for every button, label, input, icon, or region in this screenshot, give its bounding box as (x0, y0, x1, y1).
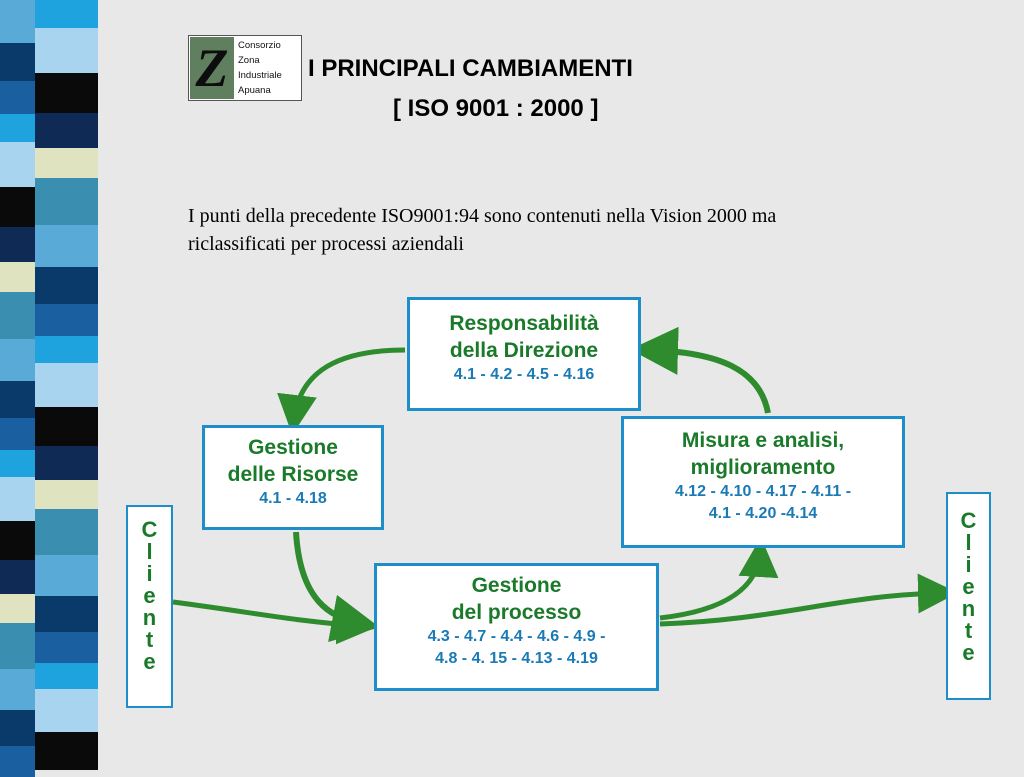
cliente-letter: e (962, 574, 975, 599)
stripe-segment (0, 114, 35, 142)
stripe-segment (0, 339, 35, 381)
arrow-misura-to-direzione (630, 326, 771, 414)
cliente-letter: i (146, 561, 153, 586)
stripe-segment (35, 0, 98, 28)
box-clauses: 4.1 - 4.18 (259, 490, 327, 507)
stripe-segment (0, 187, 35, 227)
stripe-segment (35, 267, 98, 304)
cliente-letter: C (141, 517, 158, 542)
cliente-letter: l (965, 530, 972, 555)
cliente-letter: t (964, 618, 973, 643)
cliente-letter: n (961, 596, 976, 621)
stripe-segment (0, 43, 35, 81)
arrow-cliente-to-processo (172, 599, 377, 645)
logo-mark: Z (190, 37, 234, 99)
page-subtitle: [ ISO 9001 : 2000 ] (393, 95, 599, 122)
page-title: I PRINCIPALI CAMBIAMENTI (308, 55, 633, 82)
decorative-stripe-bar (0, 0, 120, 777)
box-title: miglioramento (690, 456, 836, 479)
stripe-segment (35, 304, 98, 336)
arrow-processo-to-misura (659, 537, 779, 621)
box-gestione-risorse: Gestione delle Risorse 4.1 - 4.18 (202, 425, 384, 530)
stripe-segment (0, 710, 35, 746)
stripe-segment (0, 227, 35, 262)
box-title: Misura e analisi, (681, 429, 845, 452)
stripe-segment (35, 732, 98, 770)
logo-text: Consorzio Zona Industriale Apuana (238, 38, 282, 98)
stripe-column-left (0, 0, 35, 777)
cliente-letter: C (960, 508, 977, 533)
box-misura-analisi: Misura e analisi, miglioramento 4.12 - 4… (621, 416, 905, 548)
box-clauses: 4.8 - 4. 15 - 4.13 - 4.19 (435, 650, 598, 667)
box-clauses: 4.1 - 4.2 - 4.5 - 4.16 (453, 366, 595, 383)
stripe-segment (35, 555, 98, 596)
stripe-segment (0, 521, 35, 560)
stripe-segment (35, 178, 98, 225)
logo-line: Consorzio (238, 40, 281, 51)
cliente-right: C l i e n t e (946, 492, 991, 700)
stripe-segment (0, 81, 35, 114)
cliente-letter: t (145, 627, 154, 652)
cliente-left: C l i e n t e (126, 505, 173, 708)
stripe-segment (0, 623, 35, 669)
cliente-letter: l (146, 539, 153, 564)
stripe-segment (0, 477, 35, 521)
cliente-letter: i (965, 552, 972, 577)
box-responsabilita-direzione: Responsabilità della Direzione 4.1 - 4.2… (407, 297, 641, 411)
intro-text: I punti della precedente ISO9001:94 sono… (188, 205, 777, 255)
box-title: Gestione (248, 436, 338, 459)
stripe-column-right (35, 0, 98, 770)
cliente-letter: e (143, 583, 156, 608)
stripe-segment (35, 28, 98, 73)
stripe-segment (35, 509, 98, 555)
logo-line: Apuana (238, 85, 271, 96)
stripe-segment (35, 336, 98, 363)
stripe-segment (35, 113, 98, 148)
stripe-segment (35, 148, 98, 178)
stripe-segment (35, 632, 98, 663)
logo-line: Zona (238, 55, 260, 66)
stripe-segment (35, 663, 98, 689)
cliente-letter: n (142, 605, 157, 630)
stripe-segment (0, 418, 35, 450)
box-title: delle Risorse (227, 463, 359, 486)
stripe-segment (0, 142, 35, 187)
stripe-segment (0, 560, 35, 594)
arrow-direzione-to-risorse (277, 347, 406, 435)
logo-line: Industriale (238, 70, 282, 81)
stripe-segment (0, 450, 35, 477)
box-title: del processo (451, 601, 582, 624)
stripe-segment (35, 225, 98, 267)
box-title: Responsabilità (449, 312, 599, 335)
box-clauses: 4.1 - 4.20 -4.14 (708, 505, 818, 522)
cliente-letter: e (962, 640, 975, 665)
stripe-segment (35, 407, 98, 446)
box-title: Gestione (471, 574, 562, 597)
stripe-segment (0, 381, 35, 418)
stripe-segment (0, 594, 35, 623)
box-gestione-processo: Gestione del processo 4.3 - 4.7 - 4.4 - … (374, 563, 659, 691)
stripe-segment (0, 669, 35, 710)
stripe-segment (35, 596, 98, 632)
cliente-letter: e (143, 649, 156, 674)
box-clauses: 4.3 - 4.7 - 4.4 - 4.6 - 4.9 - (427, 628, 606, 645)
box-title: della Direzione (449, 339, 599, 362)
stripe-segment (0, 262, 35, 292)
stripe-segment (0, 0, 35, 43)
arrow-risorse-to-processo (293, 531, 380, 643)
stripe-segment (35, 446, 98, 480)
stripe-segment (0, 292, 35, 339)
stripe-segment (35, 363, 98, 407)
stripe-segment (35, 689, 98, 732)
box-clauses: 4.12 - 4.10 - 4.17 - 4.11 - (674, 483, 852, 500)
logo-consorzio: Z Consorzio Zona Industriale Apuana (188, 35, 302, 101)
arrow-processo-to-cliente (659, 573, 958, 627)
stripe-segment (35, 480, 98, 509)
stripe-segment (35, 73, 98, 113)
